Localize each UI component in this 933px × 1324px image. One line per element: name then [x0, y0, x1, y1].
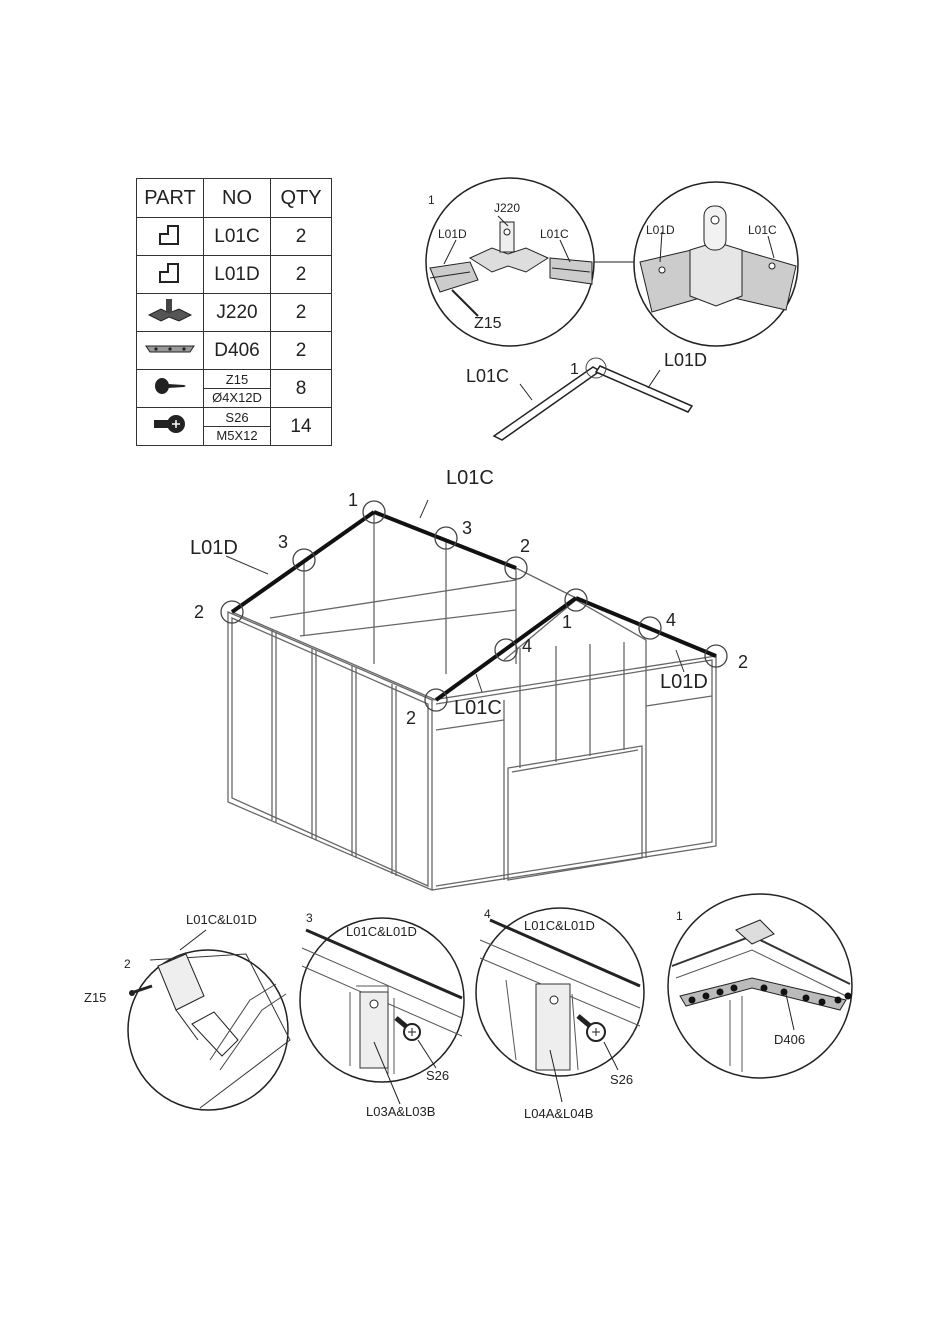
joint-number: 2: [406, 708, 416, 728]
label-title: L01C&L01D: [524, 918, 595, 933]
label-title: L01C&L01D: [186, 912, 257, 927]
joint-number: 2: [194, 602, 204, 622]
label-s26: S26: [426, 1068, 449, 1083]
joint-number: 4: [666, 610, 676, 630]
label-d406: D406: [774, 1032, 805, 1047]
joint-number: 3: [462, 518, 472, 538]
label-l01d-left: L01D: [190, 537, 238, 559]
detail-2: 2 L01C&L01D Z15: [84, 912, 290, 1110]
leader-lines: [226, 500, 684, 692]
label-j220: J220: [494, 201, 520, 215]
step-number: 2: [124, 957, 131, 971]
step-number: 3: [306, 911, 313, 925]
rafter-apex-number: 1: [570, 361, 579, 378]
rafter-label-left: L01C: [466, 366, 509, 386]
step-number: 1: [428, 193, 435, 207]
detail-circle-left: J220 L01D L01C Z15: [426, 178, 594, 346]
rafter-sketch: L01C 1 L01D: [466, 350, 707, 440]
label-z15: Z15: [474, 315, 502, 332]
detail-3: 3 L01C&L01D S26 L03A&L03B: [300, 911, 464, 1119]
joint-number: 2: [520, 536, 530, 556]
label-z15: Z15: [84, 990, 106, 1005]
joint-number: 2: [738, 652, 748, 672]
rafter-label-right: L01D: [664, 350, 707, 370]
label-l01d-right: L01D: [660, 671, 708, 693]
label-part: L04A&L04B: [524, 1106, 593, 1121]
label-title: L01C&L01D: [346, 924, 417, 939]
label-l01d: L01D: [438, 227, 467, 241]
joint-number: 4: [522, 636, 532, 656]
joint-number: 1: [348, 490, 358, 510]
label-l01c: L01C: [748, 223, 777, 237]
label-l01d: L01D: [646, 223, 675, 237]
detail-circle-right: L01D L01C: [634, 182, 798, 346]
label-l01c-front: L01C: [454, 697, 502, 719]
label-part: L03A&L03B: [366, 1104, 435, 1119]
joint-number: 3: [278, 532, 288, 552]
step-number: 1: [676, 909, 683, 923]
top-detail: 1 J220 L01D L01C Z15: [426, 178, 798, 440]
detail-4: 4 L01C&L01D S26 L04A&L04B: [476, 907, 644, 1121]
detail-1: 1 D406: [668, 894, 852, 1078]
main-labels: L01C L01D L01C L01D 1 3 3 2 2 1 4 4 2 2: [190, 467, 748, 728]
joint-number: 1: [562, 612, 572, 632]
label-l01c-top: L01C: [446, 467, 494, 489]
joint-markers: [221, 501, 727, 711]
label-l01c: L01C: [540, 227, 569, 241]
step-number: 4: [484, 907, 491, 921]
label-s26: S26: [610, 1072, 633, 1087]
